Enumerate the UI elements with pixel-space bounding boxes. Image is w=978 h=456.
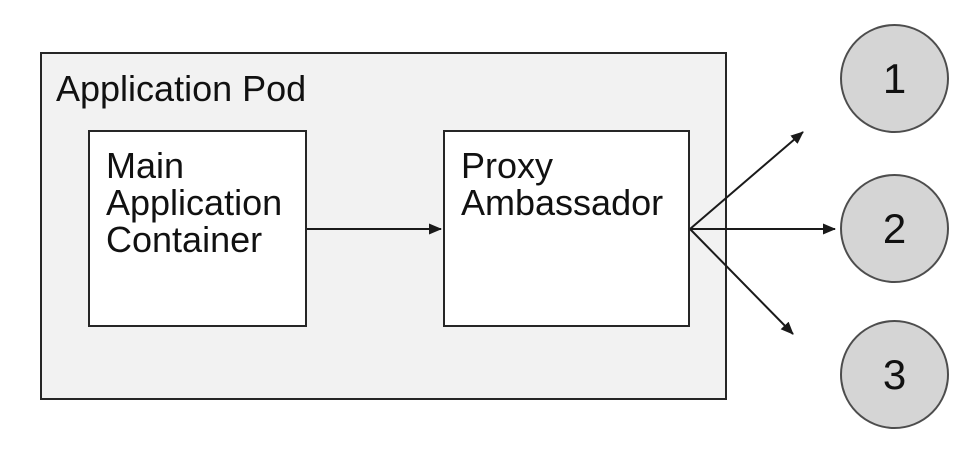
application-pod-label: Application Pod: [56, 68, 307, 109]
endpoint-circle-2: 2: [840, 174, 949, 283]
endpoint-circle-3: 3: [840, 320, 949, 429]
main-application-container-node: Main Application Container: [88, 130, 307, 327]
endpoint-3-label: 3: [882, 350, 907, 398]
endpoint-circle-1: 1: [840, 24, 949, 133]
endpoint-2-label: 2: [882, 204, 907, 252]
endpoint-1-label: 1: [882, 54, 907, 102]
proxy-ambassador-label: Proxy Ambassador: [461, 145, 664, 223]
proxy-ambassador-node: Proxy Ambassador: [443, 130, 690, 327]
main-application-container-label: Main Application Container: [106, 145, 283, 260]
